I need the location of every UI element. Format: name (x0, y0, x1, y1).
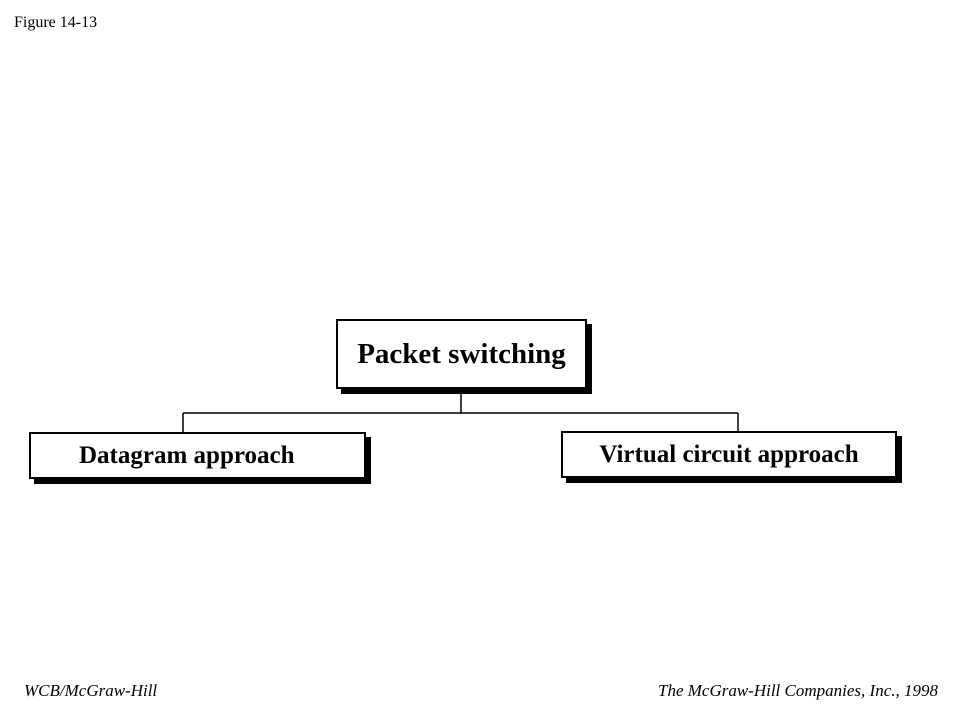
copyright-footer: The McGraw-Hill Companies, Inc., 1998 (657, 681, 938, 700)
publisher-footer: WCB/McGraw-Hill (24, 681, 158, 700)
packet-switching-node: Packet switching (336, 319, 587, 389)
datagram-approach-label: Datagram approach (79, 441, 295, 469)
virtual-circuit-approach-label: Virtual circuit approach (599, 440, 859, 468)
datagram-approach-node: Datagram approach (29, 432, 366, 479)
virtual-circuit-approach-node: Virtual circuit approach (561, 431, 897, 478)
figure-label: Figure 14-13 (14, 14, 98, 31)
packet-switching-label: Packet switching (357, 337, 566, 370)
